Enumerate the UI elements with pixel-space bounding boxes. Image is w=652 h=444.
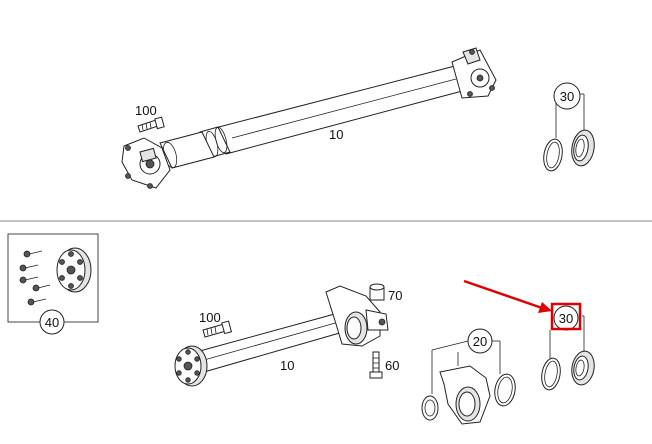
upper-drive-shaft[interactable] [121, 47, 497, 189]
upper-assembly: 100 10 30 [121, 47, 597, 189]
bearing-bolt[interactable] [369, 351, 383, 379]
highlight-arrow [463, 279, 552, 313]
flex-disc-kit[interactable]: 40 [7, 233, 99, 335]
upper-bolt-label: 100 [135, 103, 157, 118]
upper-shaft-label: 10 [329, 127, 343, 142]
lower-seal-kit[interactable]: 30 [539, 302, 596, 391]
upper-bolt[interactable] [137, 116, 165, 133]
center-bearing-bushing[interactable] [369, 283, 385, 301]
lower-seal-kit-label: 30 [559, 311, 573, 326]
lower-shaft-label: 10 [280, 358, 294, 373]
upper-seal-kit[interactable]: 30 [541, 82, 597, 172]
flex-disc-kit-label: 40 [45, 315, 59, 330]
bracket-kit-label: 20 [473, 334, 487, 349]
lower-bolt-label: 100 [199, 310, 221, 325]
bearing-label: 70 [388, 288, 402, 303]
lower-drive-shaft[interactable] [174, 285, 389, 387]
highlight-box [550, 302, 582, 331]
bearing-bolt-label: 60 [385, 358, 399, 373]
lower-assembly: 40 [7, 233, 596, 425]
upper-seal-kit-label: 30 [560, 89, 574, 104]
bracket-kit[interactable]: 20 [421, 328, 518, 425]
lower-bolt[interactable] [202, 320, 233, 338]
